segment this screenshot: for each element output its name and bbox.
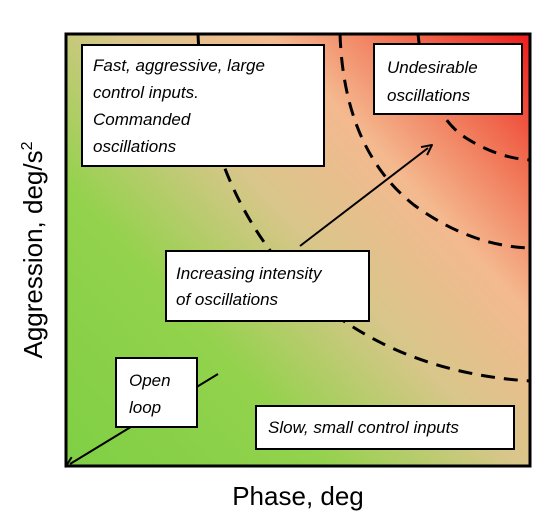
y-axis-label-superscript: 2 <box>19 141 36 150</box>
box-increasing-intensity: Increasing intensity of oscillations <box>165 250 370 322</box>
box-open-loop-line-1: Open <box>129 371 171 390</box>
x-axis-label: Phase, deg <box>232 481 364 511</box>
box-open-loop: Open loop <box>115 357 198 428</box>
contour-curve-inner <box>416 33 531 162</box>
box-undesirable-line-1: Undesirable <box>387 58 478 77</box>
plot-frame <box>64 32 532 468</box>
box-fast-aggressive-line-4: oscillations <box>93 137 177 156</box>
contour-curve-middle <box>338 33 531 250</box>
box-undesirable-line-2: oscillations <box>387 86 471 105</box>
box-increasing-intensity-line-2: of oscillations <box>176 290 279 309</box>
box-fast-aggressive-line-1: Fast, aggressive, large <box>93 56 265 75</box>
box-fast-aggressive: Fast, aggressive, large control inputs. … <box>81 44 325 167</box>
y-axis-label: Aggression, deg/s2 <box>18 141 48 358</box>
y-axis-label-main: Aggression, deg/s <box>18 150 48 358</box>
box-slow-small-line-1: Slow, small control inputs <box>268 418 459 437</box>
box-fast-aggressive-line-3: Commanded <box>93 110 191 129</box>
box-undesirable: Undesirable oscillations <box>373 43 523 115</box>
intensity-arrow-upper <box>299 148 428 247</box>
box-open-loop-line-2: loop <box>129 398 161 417</box>
box-increasing-intensity-line-1: Increasing intensity <box>176 264 323 283</box>
contour-curve-outer <box>196 33 531 383</box>
box-slow-small: Slow, small control inputs <box>255 405 515 450</box>
box-fast-aggressive-line-2: control inputs. <box>93 83 199 102</box>
